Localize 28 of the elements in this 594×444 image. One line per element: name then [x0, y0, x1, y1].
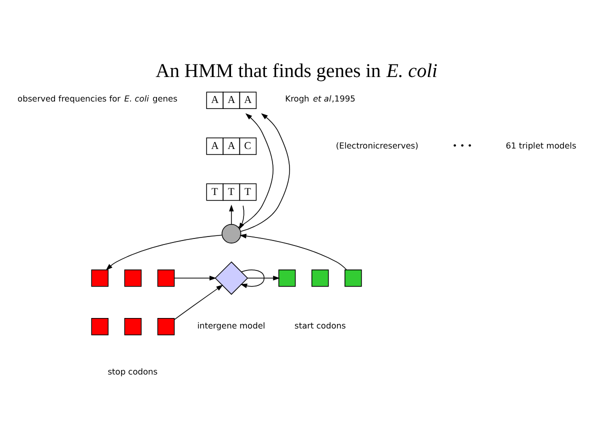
- diagram-title: An HMM that finds genes in E. coli: [156, 60, 438, 82]
- arrow: [240, 233, 347, 270]
- arrow: [238, 112, 274, 228]
- arrow: [240, 112, 290, 232]
- node-box: [344, 268, 362, 286]
- label: (Electronicreserves): [336, 140, 418, 150]
- arrow: [106, 234, 222, 270]
- node-circle: [222, 224, 242, 244]
- node-box: [157, 317, 175, 335]
- node-box: [278, 268, 296, 286]
- label: start codons: [294, 320, 346, 330]
- arrow: [174, 284, 224, 320]
- node-box: [124, 317, 142, 335]
- arrow: [240, 269, 264, 288]
- node-box: [91, 317, 108, 335]
- arrow: [174, 275, 216, 280]
- node-box: [91, 268, 108, 286]
- node-box: [124, 268, 142, 286]
- arrow: [247, 275, 280, 280]
- node-box: [157, 268, 175, 286]
- label: 61 triplet models: [506, 140, 576, 150]
- arrow: [229, 204, 234, 224]
- label: • • •: [452, 140, 472, 150]
- node-label: intergene model: [197, 320, 266, 330]
- label: observed frequencies for E. coli genes: [18, 93, 178, 104]
- node-box: [311, 268, 329, 286]
- label: stop codons: [108, 366, 158, 376]
- label: Krogh et al,1995: [285, 93, 356, 104]
